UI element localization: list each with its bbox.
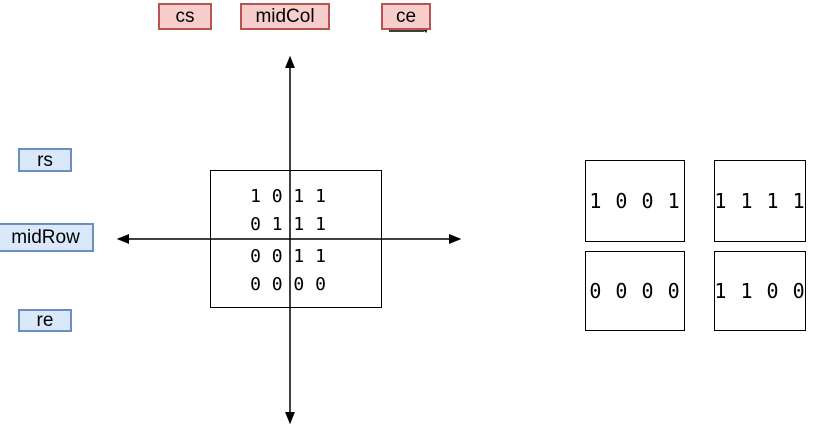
col-label-midcol: midCol: [240, 3, 330, 30]
matrix-row: 0 0 1 1: [250, 246, 326, 267]
quadrant-top-right: 1 1 1 1: [714, 160, 806, 242]
quadrant-bottom-right-value: 1 1 0 0: [714, 279, 806, 303]
down-arrowhead-icon: [285, 412, 295, 425]
row-label-midrow: midRow: [0, 223, 94, 252]
quadrant-bottom-left: 0 0 0 0: [585, 251, 685, 331]
col-label-cs: cs: [158, 3, 212, 30]
matrix-row: 0 0 0 0: [250, 274, 326, 295]
quadrant-bottom-left-value: 0 0 0 0: [589, 279, 681, 303]
up-arrowhead-icon: [285, 55, 295, 68]
col-label-ce-text: ce: [395, 6, 417, 27]
row-label-rs-text: rs: [37, 149, 53, 171]
col-label-ce: ce: [381, 3, 431, 30]
col-label-midcol-text: midCol: [255, 6, 315, 27]
matrix-frame: [210, 170, 382, 308]
row-label-rs: rs: [18, 148, 72, 172]
quadrant-bottom-right: 1 1 0 0: [714, 251, 806, 331]
left-arrowhead-icon: [116, 234, 129, 244]
quadrant-top-left: 1 0 0 1: [585, 160, 685, 242]
matrix-row: 0 1 1 1: [250, 214, 326, 235]
quadrant-top-left-value: 1 0 0 1: [589, 189, 681, 213]
col-label-cs-text: cs: [175, 6, 195, 27]
row-label-re-text: re: [36, 310, 54, 331]
right-arrowhead-icon: [449, 234, 462, 244]
quadrant-top-right-value: 1 1 1 1: [714, 189, 806, 213]
matrix-row: 1 0 1 1: [250, 186, 326, 207]
row-label-re: re: [18, 309, 72, 332]
row-label-midrow-text: midRow: [11, 227, 80, 248]
